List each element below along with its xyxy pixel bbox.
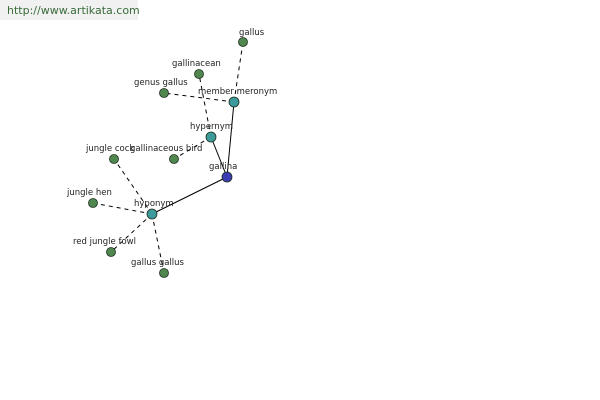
node-gallus[interactable] [238,37,248,47]
edge-gallina-hypernym [210,136,228,178]
edge-member-meronym-gallus [233,41,244,103]
labels-layer: gallus gallinacean genus gallus member mero… [66,28,277,268]
node-label-gallina: gallina [209,162,237,172]
edge-hyponym-red-jungle-fowl [110,213,153,253]
edge-gallina-member-meronym [226,101,235,178]
node-gallinacean[interactable] [194,69,204,79]
edge-gallina-hyponym [151,176,228,215]
edge-hyponym-gallus-gallus [151,213,165,274]
node-label-jungle-cock: jungle cock [85,144,134,154]
node-label-jungle-hen: jungle hen [66,188,112,198]
edges-layer [92,41,244,274]
nodes-layer [88,37,248,278]
node-label-gallus-gallus: gallus gallus [131,258,185,268]
node-label-gallinaceous-bird: gallinaceous bird [130,144,202,154]
node-red-jungle-fowl[interactable] [106,247,116,257]
edge-hypernym-gallinacean [198,73,212,138]
node-hypernym[interactable] [205,131,217,143]
node-label-gallus: gallus [239,28,265,38]
node-genus-gallus[interactable] [159,88,169,98]
node-label-hyponym: hyponym [134,199,174,209]
node-jungle-hen[interactable] [88,198,98,208]
edge-hyponym-jungle-hen [92,202,153,215]
edge-hyponym-jungle-cock [113,158,153,215]
node-label-red-jungle-fowl: red jungle fowl [73,237,136,247]
node-label-genus-gallus: genus gallus [134,78,188,88]
node-member-meronym[interactable] [228,96,240,108]
node-hyponym[interactable] [146,208,158,220]
node-gallus-gallus[interactable] [159,268,169,278]
watermark-bar: http://www.artikata.com [0,0,140,20]
node-gallina[interactable] [221,171,233,183]
node-gallinaceous-bird[interactable] [169,154,179,164]
node-label-gallinacean: gallinacean [172,59,221,69]
edge-member-meronym-genus-gallus [163,92,235,103]
node-jungle-cock[interactable] [109,154,119,164]
node-label-hypernym: hypernym [190,122,233,132]
edge-hypernym-gallinaceous-bird [173,136,212,160]
watermark-url: http://www.artikata.com [7,4,140,17]
node-label-member-meronym: member meronym [198,87,277,97]
